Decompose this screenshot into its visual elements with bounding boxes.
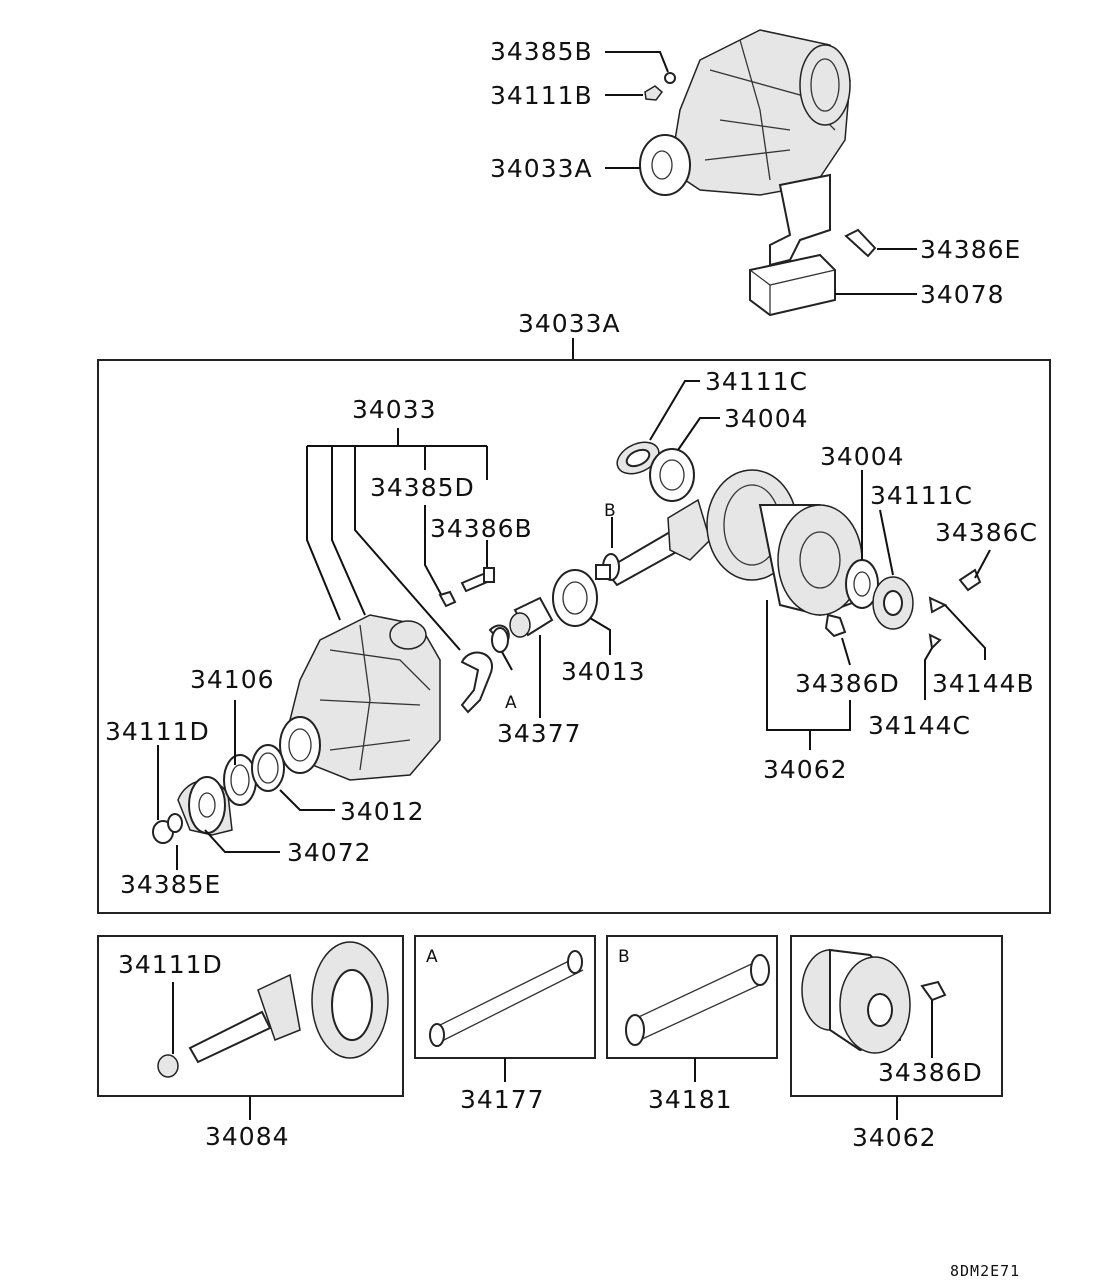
- mark-A: A: [505, 693, 517, 713]
- carrier-housing-illustration: [279, 614, 441, 781]
- label-34004-right: 34004: [820, 442, 905, 471]
- main-box-frame: [97, 359, 1051, 914]
- shim-stack-a-illustration: [429, 950, 584, 1047]
- top-leader-lines: [572, 51, 917, 360]
- label-34012: 34012: [340, 797, 425, 826]
- label-34111B: 34111B: [490, 81, 593, 110]
- case-assy-part-no: 34062: [852, 1123, 937, 1152]
- shim-set-a-part-no: 34177: [460, 1085, 545, 1114]
- main-leader-lines: [157, 380, 991, 870]
- main-box-title: 34033A: [518, 309, 621, 338]
- pinion-front-parts: [152, 744, 285, 844]
- label-34111C-right: 34111C: [870, 481, 973, 510]
- label-34385B: 34385B: [490, 37, 593, 66]
- case-assembly-illustration: [801, 948, 947, 1054]
- label-34013: 34013: [561, 657, 646, 686]
- ring-and-pinion-illustration: [157, 941, 389, 1078]
- label-34386E: 34386E: [920, 235, 1021, 264]
- diagram-code: 8DM2E71: [950, 1262, 1020, 1280]
- spacer-and-bearing: [491, 569, 598, 653]
- label-34106: 34106: [190, 665, 275, 694]
- drive-pinion-illustration: [595, 498, 711, 587]
- label-34144C: 34144C: [868, 711, 971, 740]
- label-34004-top: 34004: [724, 404, 809, 433]
- carrier-group-bracket: [306, 428, 488, 651]
- label-34111C-top: 34111C: [705, 367, 808, 396]
- label-34386B: 34386B: [430, 514, 533, 543]
- shim-set-b-box: [606, 935, 778, 1059]
- label-34078: 34078: [920, 280, 1005, 309]
- label-34144B: 34144B: [932, 669, 1035, 698]
- label-34377: 34377: [497, 719, 582, 748]
- side-bearing-top: [616, 441, 695, 502]
- differential-carrier-assembly-illustration: [639, 29, 877, 317]
- shim-set-a-tag: A: [426, 947, 438, 967]
- label-34111D: 34111D: [105, 717, 210, 746]
- label-34033: 34033: [352, 395, 437, 424]
- shim-stack-b-illustration: [625, 954, 770, 1046]
- gear-set-part-no: 34084: [205, 1122, 290, 1151]
- label-34386C: 34386C: [935, 518, 1038, 547]
- label-34385E: 34385E: [120, 870, 221, 899]
- label-34385D: 34385D: [370, 473, 475, 502]
- label-34062: 34062: [763, 755, 848, 784]
- mark-B: B: [604, 501, 616, 521]
- shim-set-b-tag: B: [618, 947, 630, 967]
- label-34386D: 34386D: [795, 669, 900, 698]
- label-34033A-top: 34033A: [490, 154, 593, 183]
- differential-case-illustration: [706, 469, 982, 651]
- case-assy-inner-label: 34386D: [878, 1058, 983, 1087]
- label-34072: 34072: [287, 838, 372, 867]
- shim-set-b-part-no: 34181: [648, 1085, 733, 1114]
- gear-set-inner-label: 34111D: [118, 950, 223, 979]
